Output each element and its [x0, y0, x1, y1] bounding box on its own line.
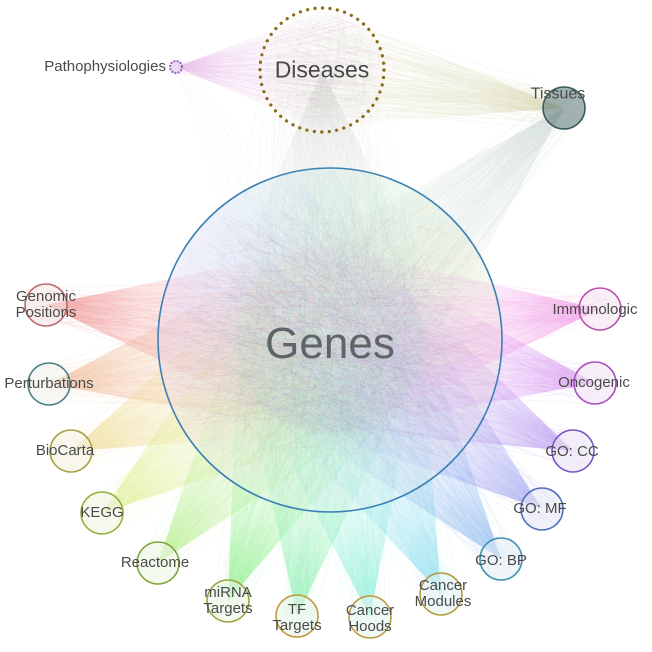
- node-circle-biocarta[interactable]: [49, 429, 93, 473]
- node-circle-diseases[interactable]: [258, 6, 386, 134]
- node-circle-genomic-positions[interactable]: [24, 283, 68, 327]
- diseases-hairball: [260, 9, 381, 127]
- node-circle-tissues[interactable]: [542, 86, 586, 130]
- node-circle-genes[interactable]: [157, 167, 503, 513]
- node-circle-tf-targets[interactable]: [275, 594, 319, 638]
- node-circle-go-mf[interactable]: [520, 487, 564, 531]
- node-circle-kegg[interactable]: [80, 491, 124, 535]
- node-circle-cancer-hoods[interactable]: [348, 595, 392, 639]
- node-circle-reactome[interactable]: [136, 541, 180, 585]
- edge-bundle-diseases-genes: [175, 70, 489, 512]
- node-circle-cancer-modules[interactable]: [419, 572, 463, 616]
- node-circle-oncogenic[interactable]: [573, 361, 617, 405]
- edge-fibers-diseases-genes: [183, 8, 471, 507]
- edge-fibers-tissues-diseases: [263, 8, 584, 129]
- edge-bundle-pathophysiologies-diseases: [176, 8, 384, 132]
- node-circle-immunologic[interactable]: [578, 287, 622, 331]
- node-circle-mirna-targets[interactable]: [206, 579, 250, 623]
- genes-hairball: [160, 169, 498, 511]
- node-circle-go-cc[interactable]: [551, 429, 595, 473]
- node-circle-go-bp[interactable]: [479, 537, 523, 581]
- edge-fibers-pathophysiologies-genes: [170, 64, 487, 501]
- node-circle-perturbations[interactable]: [27, 362, 71, 406]
- node-circle-pathophysiologies[interactable]: [168, 59, 184, 75]
- node-fill-genes: [158, 168, 502, 512]
